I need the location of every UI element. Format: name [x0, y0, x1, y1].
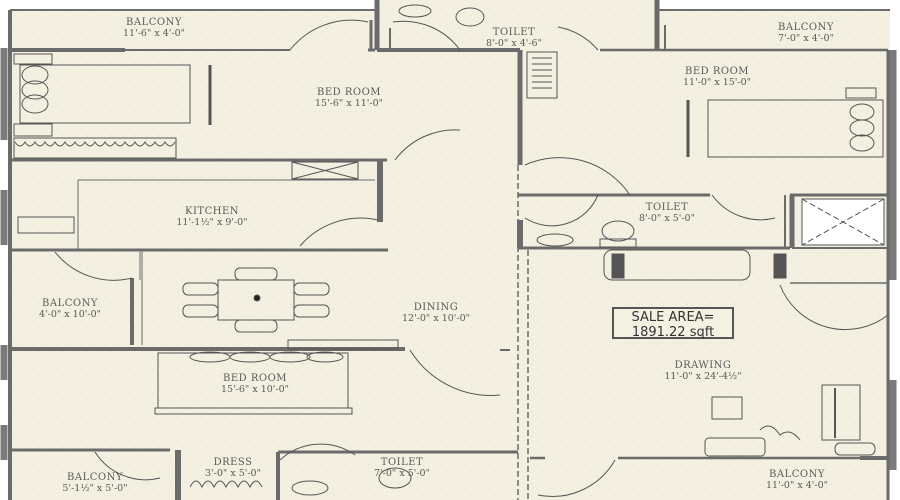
sale-area-value: 1891.22 sqft: [631, 325, 715, 340]
floor-area: [8, 10, 890, 500]
furniture: [13, 4, 885, 496]
sale-area-label: SALE AREA=: [631, 310, 715, 325]
door-swings: [54, 19, 889, 497]
sale-area-box: SALE AREA= 1891.22 sqft: [612, 307, 734, 340]
